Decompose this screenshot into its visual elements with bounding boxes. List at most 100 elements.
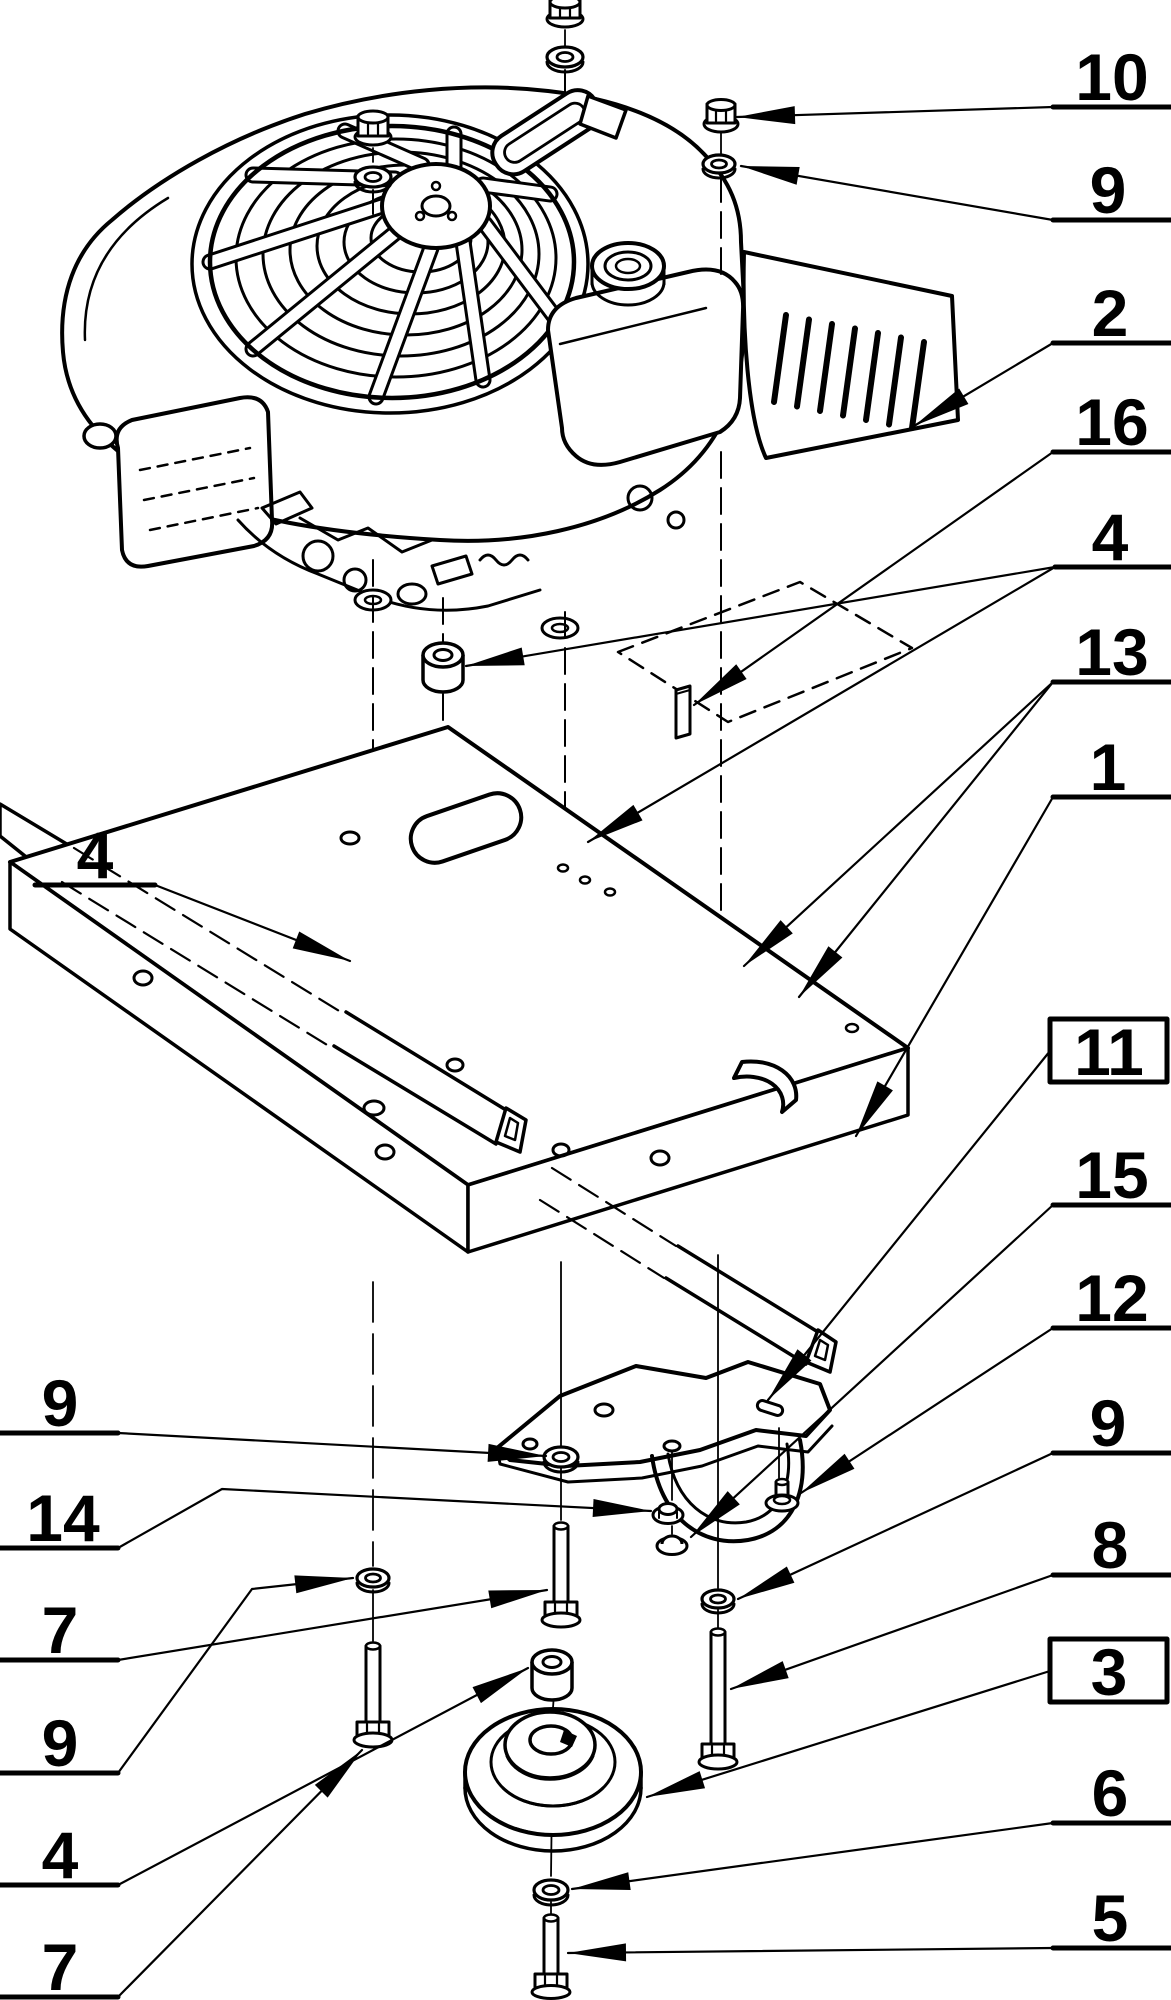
plate-hole-small (844, 1022, 860, 1034)
fuel-tank-cap (590, 241, 666, 307)
callout-box-11 (1047, 1016, 1170, 1085)
muffler-outlet (82, 422, 118, 450)
callout-3: 3 (1091, 1635, 1128, 1709)
leader-9-left-bottom (116, 1575, 355, 1775)
pulley-keyway (560, 1730, 577, 1747)
leader-14 (116, 1487, 653, 1550)
plate-hole-small (603, 887, 617, 897)
plate-obround-slot (408, 791, 524, 865)
leader-3 (645, 1669, 1052, 1799)
pulley-3 (463, 1707, 643, 1853)
flange-nut-10-b (353, 109, 393, 147)
flat-washer-6 (532, 1878, 570, 1907)
fan-rim (207, 123, 577, 401)
flat-washer-9-c (701, 153, 737, 180)
callout-labels: 10 9 2 16 4 13 1 11 15 12 9 8 3 6 5 4 9 … (26, 40, 1148, 2000)
spacer-4-c (530, 1648, 574, 1702)
frame-rail-left (332, 1010, 528, 1154)
bolt-7-a (540, 1521, 582, 1629)
recoil-starter-handle (490, 88, 628, 177)
hub-bolts (414, 180, 458, 222)
leader-13-branch-a (742, 680, 1055, 968)
leader-13-branch-b (797, 680, 1055, 999)
spacer-4-a (421, 641, 465, 694)
flange-hole-right (649, 1149, 671, 1167)
leader-15 (689, 1203, 1055, 1539)
callout-9-top: 9 (1090, 153, 1127, 227)
plate-hole (362, 1099, 386, 1117)
plate-hole-small (556, 863, 570, 873)
leader-7-left-bottom (115, 1748, 364, 2000)
flange-nut-10-c (702, 98, 740, 134)
flange-nut-10-a (545, 0, 585, 29)
leader-5 (566, 1943, 1055, 1962)
plate-hole (339, 830, 361, 846)
leader-4-branch-a (464, 565, 1057, 668)
flange-hole-mid (374, 1143, 396, 1161)
hidden-engine-base (616, 580, 914, 724)
callout-box-3 (1047, 1636, 1170, 1705)
callout-13: 13 (1075, 615, 1148, 689)
mounting-bosses (353, 588, 580, 640)
leader-6 (570, 1821, 1055, 1891)
plate-hole (445, 1057, 465, 1073)
callout-9-lower-right: 9 (1090, 1386, 1127, 1460)
callout-underlines (0, 104, 1171, 2000)
callout-7-left-bottom: 7 (42, 1930, 79, 2000)
callout-1: 1 (1090, 730, 1127, 804)
bolt-7-b (352, 1641, 394, 1749)
fan-hub-cover (380, 162, 492, 250)
shroud-ring (190, 113, 590, 415)
engine-mounting-plate (0, 725, 910, 1374)
callout-4-left-bottom: 4 (42, 1818, 79, 1892)
fan-shroud (190, 113, 590, 415)
plate-hole-small (578, 875, 592, 885)
bolt-8 (697, 1627, 739, 1771)
callout-9-left-top: 9 (42, 1366, 79, 1440)
leader-9-top (739, 164, 1055, 222)
callout-10: 10 (1075, 40, 1148, 114)
callout-2: 2 (1092, 276, 1129, 350)
leader-lines (115, 105, 1057, 2000)
leader-1 (854, 795, 1055, 1138)
callout-15: 15 (1075, 1138, 1148, 1212)
muffler (82, 395, 275, 569)
bolt-5 (530, 1913, 572, 2000)
leader-2 (912, 341, 1055, 428)
flange-hole-left (132, 969, 154, 987)
leader-4-branch-b (586, 565, 1057, 844)
flange-screw-12 (764, 1477, 800, 1513)
flat-washer-9-f (700, 1588, 736, 1615)
callout-8: 8 (1092, 1508, 1129, 1582)
fuel-tank (546, 241, 746, 467)
lower-hardware (352, 1254, 800, 2000)
callout-14: 14 (26, 1481, 100, 1555)
leader-9-lower-right (736, 1451, 1055, 1601)
leader-10 (735, 105, 1055, 125)
leader-4-left-top (153, 883, 352, 963)
callout-6: 6 (1092, 1756, 1129, 1830)
frame-rail-right (664, 1244, 838, 1374)
leader-7-left-top (116, 1588, 549, 1662)
frame-rail-left-hidden (60, 846, 346, 1050)
housing-inner-edge (83, 196, 170, 342)
frame-rail-right-hidden (538, 1166, 678, 1280)
stud-centerlines-solid (372, 29, 722, 163)
flat-washer-9-a (545, 45, 585, 74)
callout-11: 11 (1074, 1015, 1144, 1089)
leader-16 (692, 450, 1055, 707)
flat-washer-9-b (353, 165, 393, 194)
woodruff-key-16 (674, 684, 692, 740)
flat-washer-9-d (542, 1445, 580, 1474)
leader-9-left-top (116, 1431, 548, 1462)
callout-12: 12 (1075, 1261, 1148, 1335)
leader-11 (766, 1049, 1052, 1402)
callout-16: 16 (1075, 385, 1148, 459)
callout-4-right: 4 (1092, 500, 1129, 574)
flat-washer-9-e (355, 1567, 391, 1594)
leader-8 (729, 1573, 1055, 1691)
plate-hole (551, 1142, 571, 1158)
engine-assembly (60, 85, 960, 724)
